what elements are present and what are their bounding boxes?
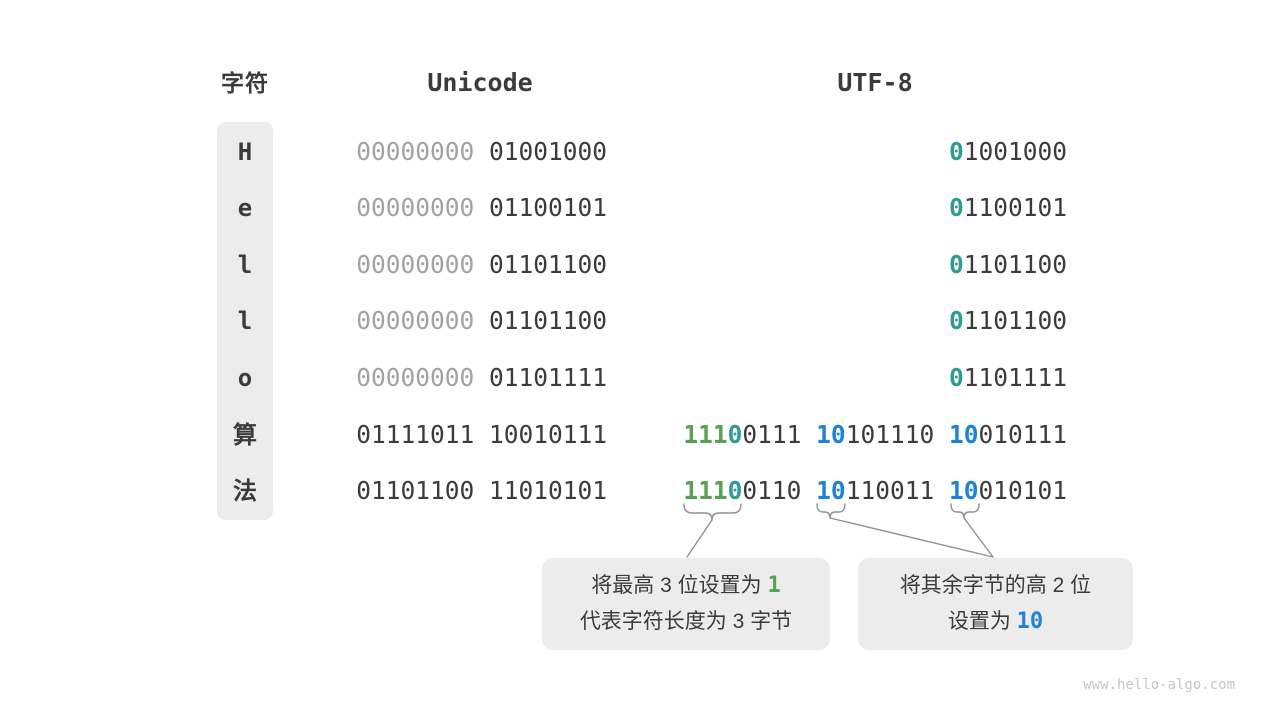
watermark: www.hello-algo.com xyxy=(1083,677,1235,693)
annotation-continuation-bits: 将其余字节的高 2 位 设置为 10 xyxy=(858,558,1133,650)
char-cell: l xyxy=(237,307,253,335)
table-row: H 00000000 01001000 01001000 xyxy=(0,135,1280,169)
table-row: l 00000000 01101100 01101100 xyxy=(0,248,1280,282)
char-cell: H xyxy=(237,138,253,166)
unicode-cell: 00000000 01100101 xyxy=(356,193,607,222)
unicode-cell: 00000000 01001000 xyxy=(356,137,607,166)
header-char: 字符 xyxy=(221,70,269,96)
unicode-cell: 01111011 10010111 xyxy=(356,420,607,449)
green-value: 1 xyxy=(767,573,781,598)
table-row: e 00000000 01100101 01100101 xyxy=(0,191,1280,225)
utf8-cell: 01101100 xyxy=(948,250,1067,279)
char-cell: 法 xyxy=(233,477,257,505)
header-unicode: Unicode xyxy=(427,68,533,97)
char-cell: l xyxy=(237,251,253,279)
char-column-strip xyxy=(217,122,273,520)
table-row: 法 01101100 11010101 11100110 10110011 10… xyxy=(0,474,1280,508)
annotation-line: 代表字符长度为 3 字节 xyxy=(579,610,793,633)
char-cell: 算 xyxy=(233,421,257,449)
utf8-cell: 01101100 xyxy=(948,306,1067,335)
annotation-line: 将其余字节的高 2 位 xyxy=(899,574,1092,597)
blue-value: 10 xyxy=(1016,609,1044,634)
unicode-cell: 01101100 11010101 xyxy=(356,476,607,505)
table-row: o 00000000 01101111 01101111 xyxy=(0,361,1280,395)
annotation-line: 设置为 10 xyxy=(947,609,1044,634)
connector-line-right-b xyxy=(963,517,994,558)
utf8-cell: 01100101 xyxy=(948,193,1067,222)
connector-line-right-a xyxy=(829,517,994,558)
header-utf8: UTF-8 xyxy=(837,68,913,97)
annotation-high-bits: 将最高 3 位设置为 1 代表字符长度为 3 字节 xyxy=(542,558,830,650)
utf8-cell: 01101111 xyxy=(948,363,1067,392)
annotation-line: 将最高 3 位设置为 1 xyxy=(591,573,781,598)
char-cell: e xyxy=(237,194,253,222)
unicode-cell: 00000000 01101100 xyxy=(356,250,607,279)
table-row: 算 01111011 10010111 11100111 10101110 10… xyxy=(0,418,1280,452)
connector-line-left xyxy=(686,519,713,558)
unicode-cell: 00000000 01101111 xyxy=(356,363,607,392)
utf8-cell: 11100111 10101110 10010111 xyxy=(683,420,1067,449)
table-row: l 00000000 01101100 01101100 xyxy=(0,304,1280,338)
utf8-cell: 11100110 10110011 10010101 xyxy=(683,476,1067,505)
unicode-cell: 00000000 01101100 xyxy=(356,306,607,335)
utf8-cell: 01001000 xyxy=(948,137,1067,166)
char-cell: o xyxy=(237,364,253,392)
